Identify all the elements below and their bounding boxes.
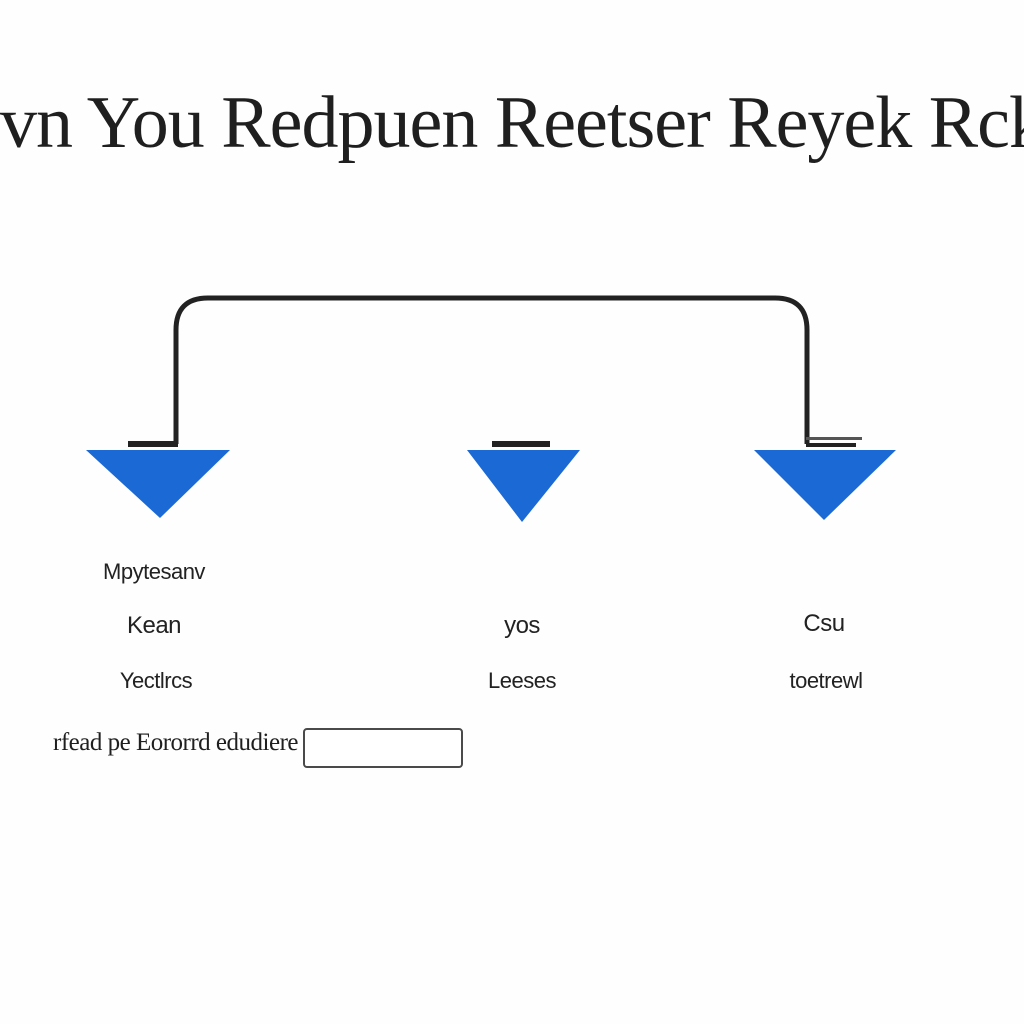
node-3-triangle	[754, 450, 896, 520]
node-2-triangle	[467, 450, 580, 522]
node-1-label-2: Kean	[126, 612, 182, 639]
node-1-label-3: Yectlrcs	[119, 668, 193, 693]
node-3-cap	[806, 437, 862, 440]
input-label: rfead pe Eororrd edudiere	[53, 729, 299, 756]
node-1-triangle	[86, 450, 230, 518]
text-input[interactable]	[303, 728, 463, 768]
diagram-title: vn You Redpuen Reetser Reyek Rck	[0, 82, 1024, 164]
node-1-cap	[128, 441, 178, 447]
node-3-label-1: Csu	[803, 610, 845, 637]
node-3-cap-lower	[806, 443, 856, 447]
node-2-cap	[492, 441, 550, 447]
node-2-label-1: yos	[504, 612, 540, 639]
node-2-label-2: Leeses	[488, 668, 556, 693]
node-3-label-2: toetrewl	[789, 668, 863, 693]
connector-line	[173, 295, 810, 444]
node-1-label-1: Mpytesanv	[103, 559, 205, 584]
